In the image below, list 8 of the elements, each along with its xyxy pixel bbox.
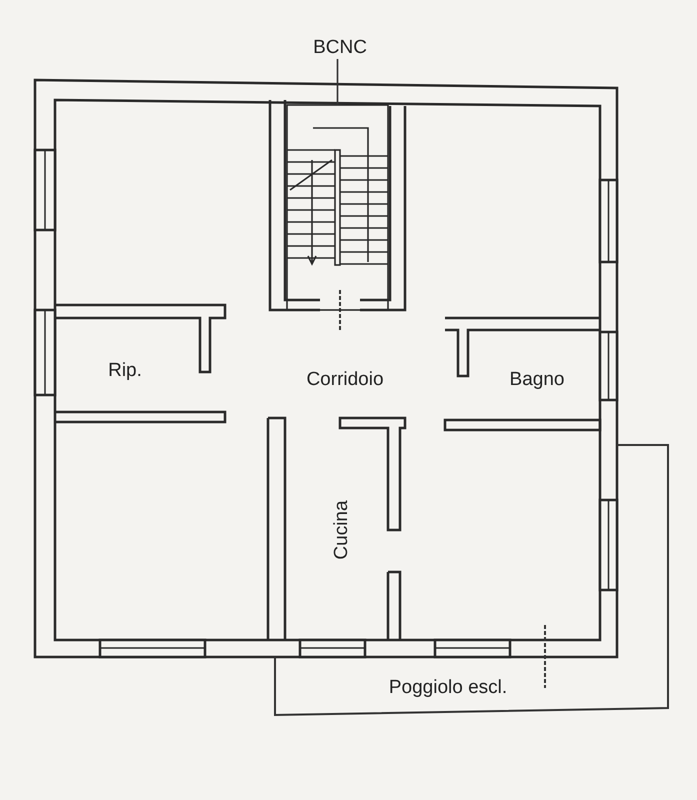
- room-label: Poggiolo escl.: [388, 677, 508, 699]
- section-label: BCNC: [313, 37, 367, 59]
- room-label: Cucina: [331, 500, 353, 560]
- staircase-drawing: [286, 104, 389, 311]
- room-label: Bagno: [510, 369, 564, 391]
- room-label: Rip.: [108, 360, 142, 382]
- leader-line: [336, 59, 338, 105]
- room-label: Corridoio: [306, 369, 384, 391]
